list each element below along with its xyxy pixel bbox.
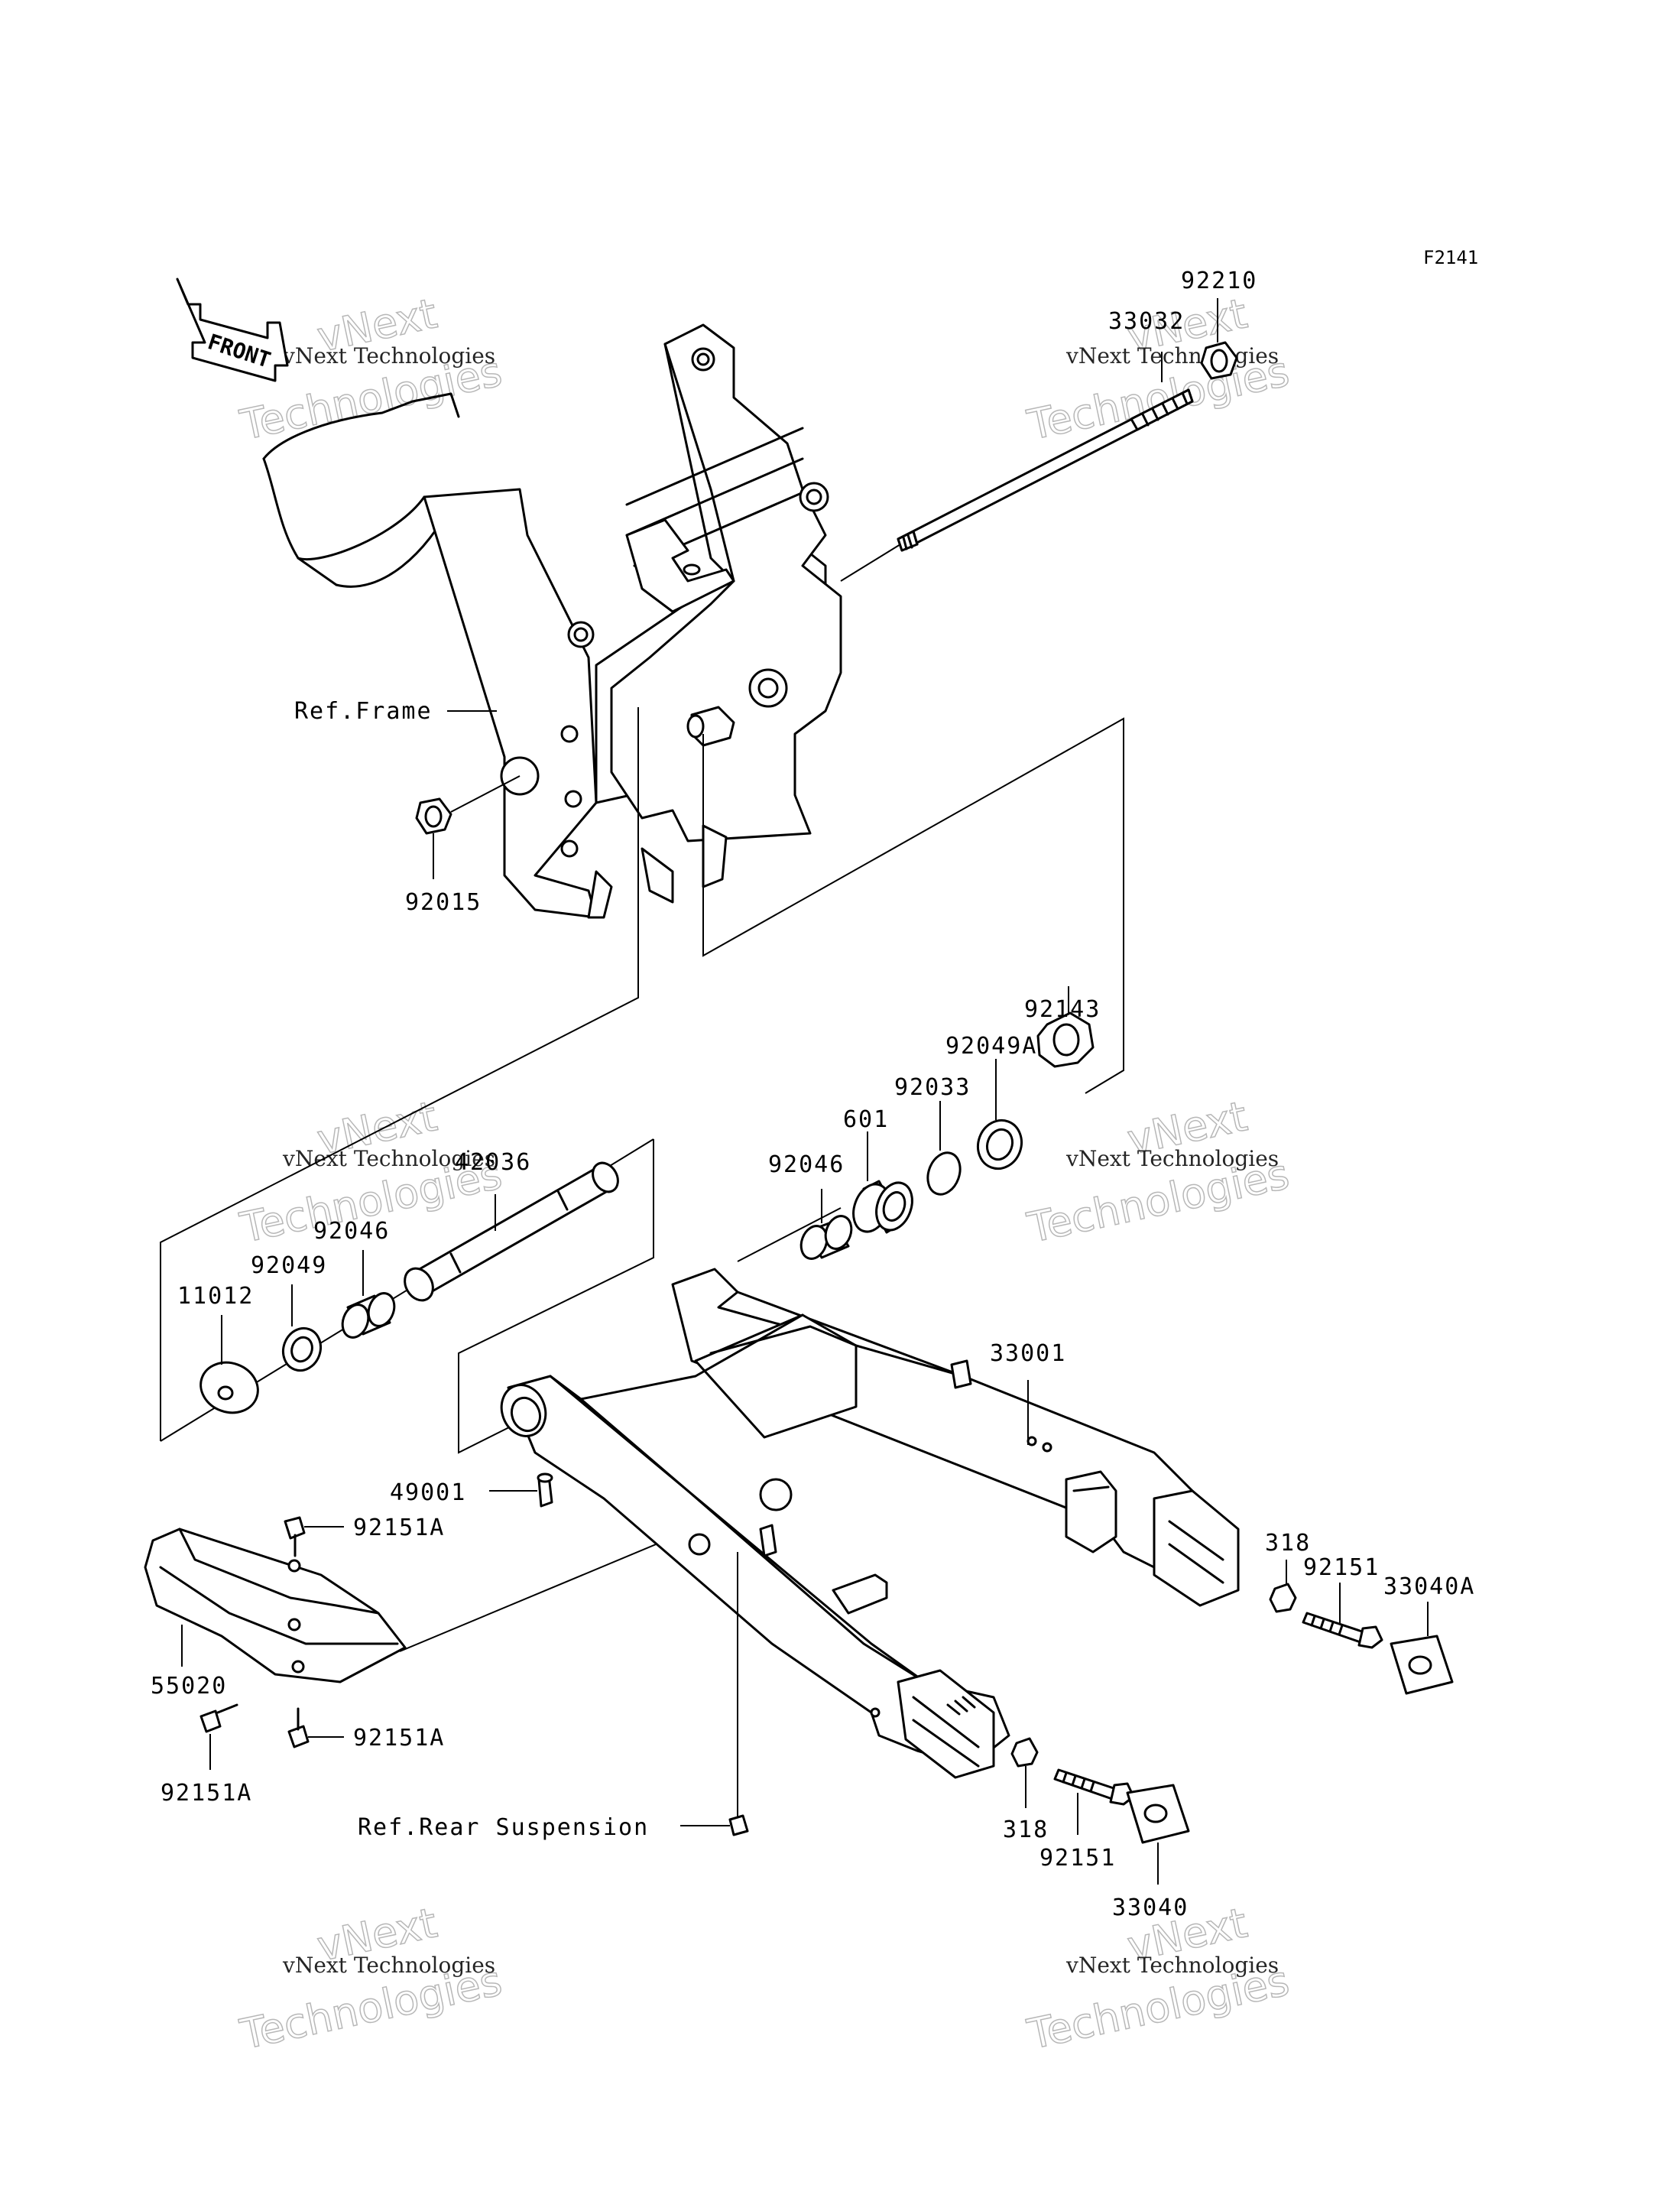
bolt-92151-upper <box>1302 1583 1383 1649</box>
nut-318-lower <box>1010 1737 1039 1808</box>
part-label-318-upper: 318 <box>1265 1530 1311 1557</box>
bolt-92151A-bottom <box>199 1703 238 1770</box>
part-label-92046-left: 92046 <box>313 1218 390 1245</box>
needle-bearing-92046-right <box>799 1189 853 1260</box>
nut-318-upper <box>1269 1560 1297 1613</box>
chain-guard-55020 <box>144 1528 407 1683</box>
part-label-92210: 92210 <box>1181 268 1257 294</box>
svg-text:vNext Technologies: vNext Technologies <box>282 343 495 368</box>
part-label-92046-right: 92046 <box>768 1151 845 1178</box>
svg-text:vNext Technologies: vNext Technologies <box>282 1953 495 1978</box>
pivot-shaft-33032 <box>840 352 1194 582</box>
part-label-92033: 92033 <box>894 1074 971 1101</box>
part-label-92151-lower: 92151 <box>1039 1845 1116 1872</box>
part-label-92151A-top: 92151A <box>353 1515 445 1541</box>
part-label-33040: 33040 <box>1112 1894 1189 1921</box>
seal-92049A <box>977 1059 1023 1170</box>
part-label-11012: 11012 <box>177 1283 254 1310</box>
svg-text:vNext Technologies: vNext Technologies <box>1065 343 1279 368</box>
seal-92049 <box>281 1284 323 1372</box>
part-label-601: 601 <box>843 1106 889 1133</box>
part-label-55020: 55020 <box>151 1673 227 1700</box>
part-label-49001: 49001 <box>390 1479 466 1506</box>
part-label-92015: 92015 <box>405 889 482 916</box>
part-label-92049: 92049 <box>251 1252 327 1279</box>
part-label-318-lower: 318 <box>1003 1817 1049 1843</box>
frame-drawing <box>262 323 842 919</box>
watermark-bottom-left: vNext Technologies vNext Technologies <box>235 1898 507 2060</box>
part-label-33001: 33001 <box>990 1340 1066 1367</box>
ref-rear-suspension-label: Ref.Rear Suspension <box>358 1814 649 1841</box>
ref-frame-label: Ref.Frame <box>294 698 433 725</box>
grease-fitting-49001 <box>489 1472 553 1508</box>
bolt-92151A-top <box>284 1516 344 1557</box>
nut-92210 <box>1200 298 1238 380</box>
circlip-92033 <box>926 1101 962 1196</box>
figure-code: F2141 <box>1423 247 1478 268</box>
collar-92143 <box>1036 986 1095 1068</box>
part-label-42036: 42036 <box>455 1149 531 1176</box>
sleeve-42036 <box>404 1161 619 1302</box>
svg-text:vNext Technologies: vNext Technologies <box>1065 1953 1279 1978</box>
part-label-92151A-mid: 92151A <box>353 1725 445 1752</box>
part-label-92049A: 92049A <box>945 1033 1037 1060</box>
svg-text:vNext Technologies: vNext Technologies <box>282 1146 495 1171</box>
front-arrow-icon: FRONT <box>176 278 289 382</box>
rear-suspension-bolt <box>680 1814 749 1836</box>
part-label-33040A: 33040A <box>1383 1573 1475 1600</box>
svg-text:vNext Technologies: vNext Technologies <box>1065 1146 1279 1171</box>
part-label-92151A-bottom: 92151A <box>161 1780 252 1807</box>
plate-33040A <box>1390 1602 1454 1695</box>
part-label-33032: 33032 <box>1108 308 1185 335</box>
bolt-92151A-mid <box>287 1707 344 1748</box>
part-label-92143: 92143 <box>1024 996 1101 1023</box>
watermark-top-left: vNext Technologies vNext Technologies <box>235 289 507 450</box>
bolt-92151-lower <box>1053 1768 1135 1835</box>
bearing-601 <box>852 1131 913 1234</box>
watermark-bottom-right: vNext Technologies vNext Technologies <box>1023 1898 1294 2060</box>
swingarm-33001 <box>500 1268 1240 1823</box>
watermark-mid-right: vNext Technologies vNext Technologies <box>1023 1092 1294 1253</box>
needle-bearing-92046-left <box>341 1250 396 1339</box>
part-label-92151-upper: 92151 <box>1303 1554 1380 1581</box>
nut-92015 <box>415 775 521 879</box>
washer-11012 <box>199 1315 259 1414</box>
plate-33040 <box>1126 1784 1190 1885</box>
